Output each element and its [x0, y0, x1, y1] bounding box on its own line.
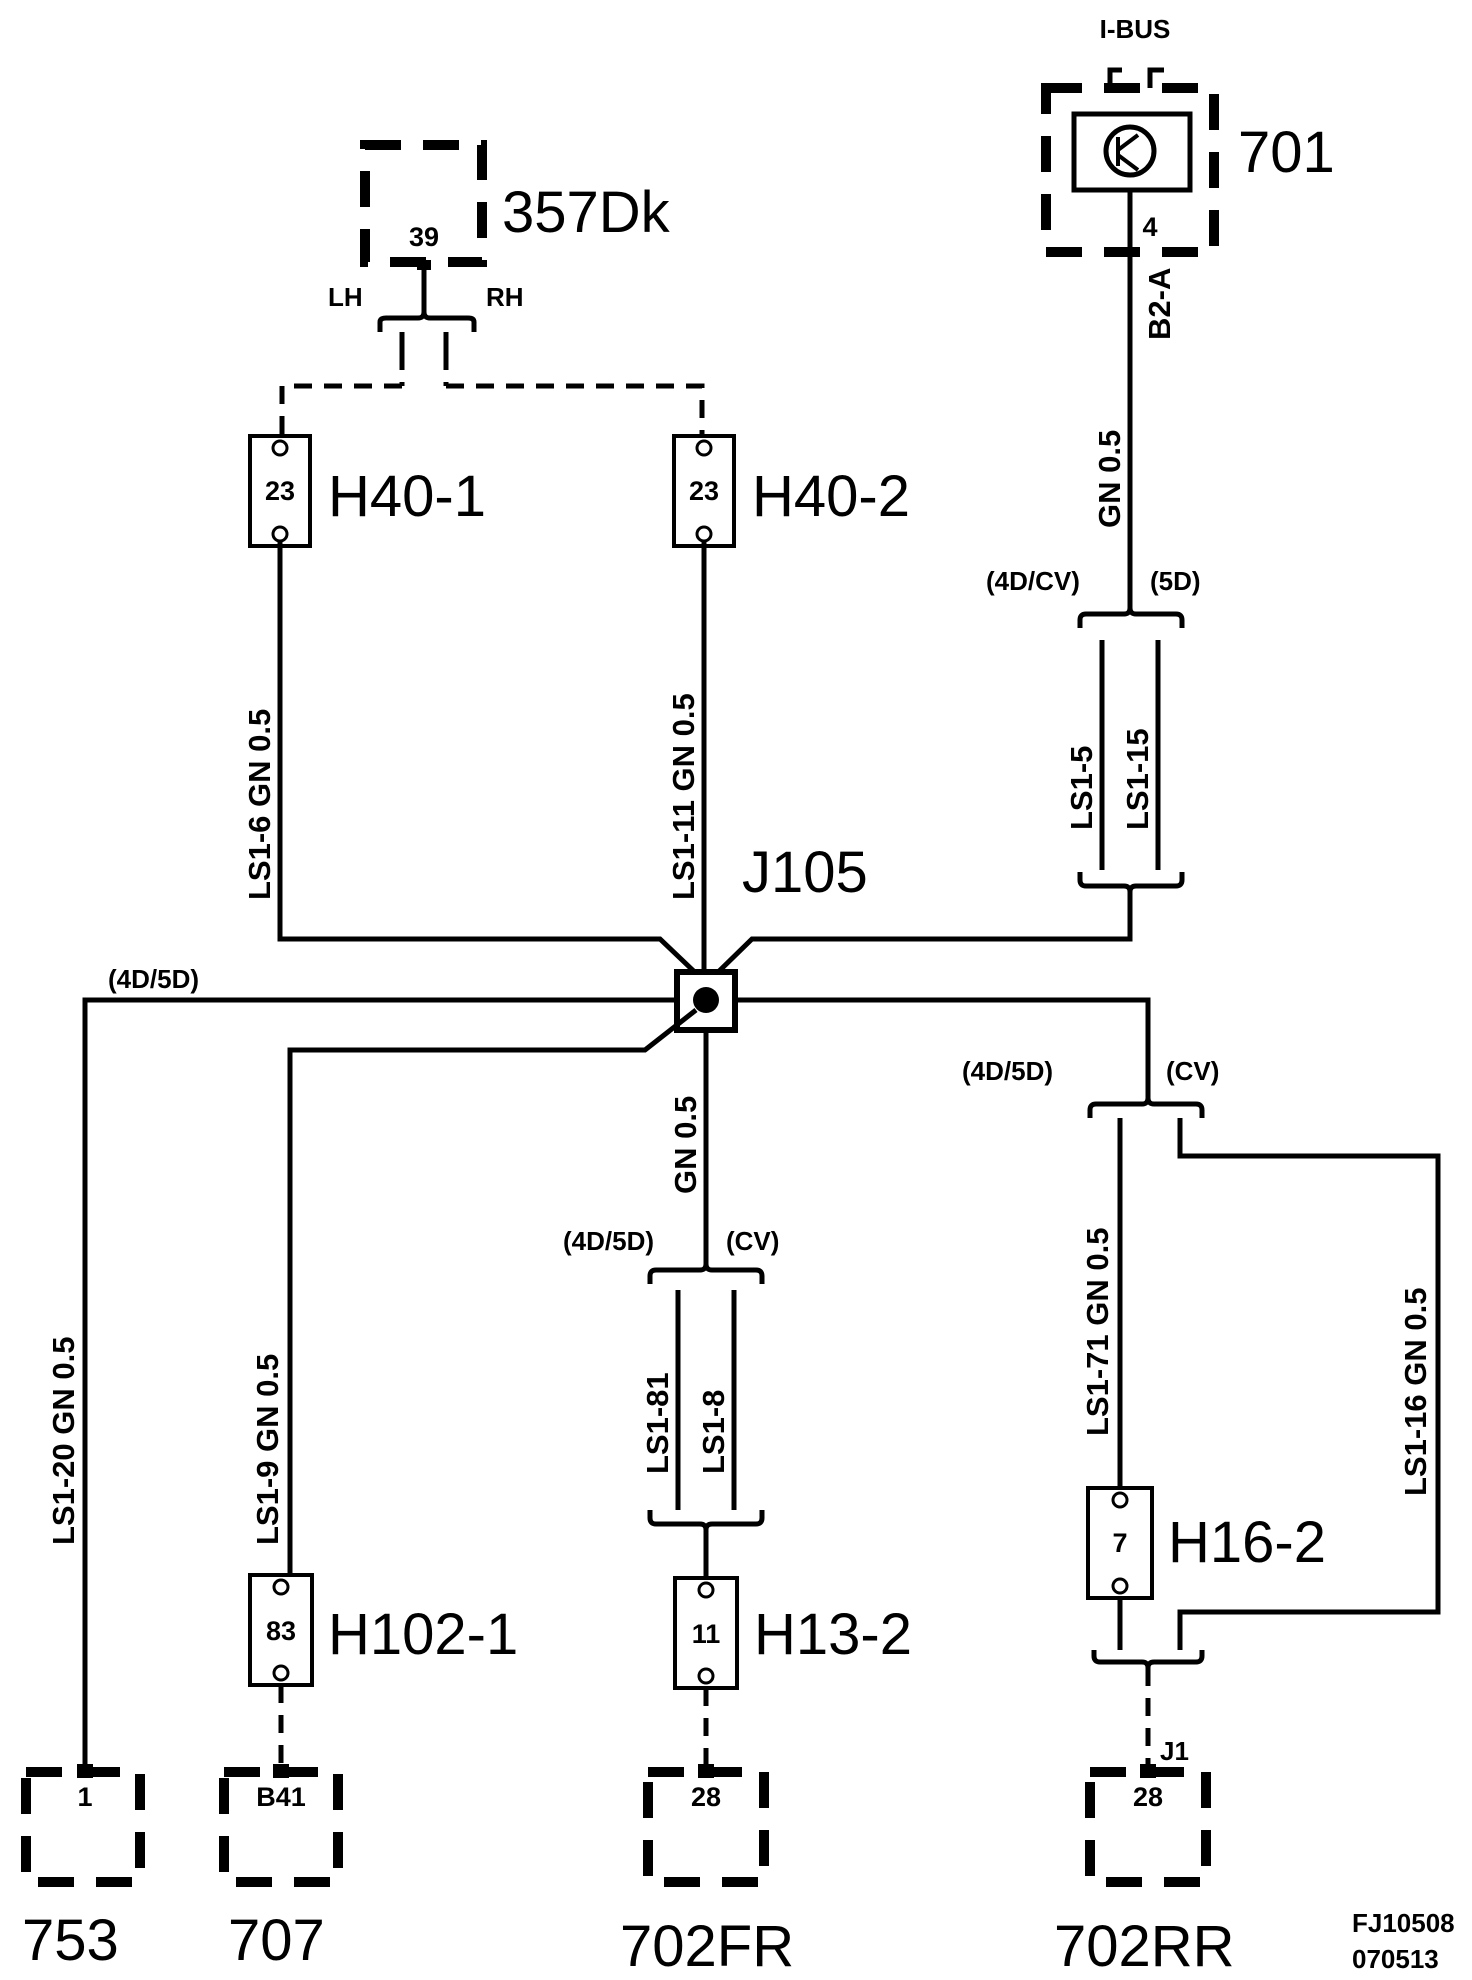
wire-ls1-20	[82, 997, 677, 1772]
wire-label-ls1-81: LS1-81	[640, 1372, 675, 1474]
connector-h13-2-label: H13-2	[754, 1602, 912, 1667]
connector-h102-1-pin: 83	[266, 1616, 296, 1646]
wire-right-split-bottom	[1091, 1650, 1205, 1669]
component-701-pin: 4	[1142, 212, 1157, 242]
connector-h16-2-pin: 7	[1112, 1528, 1127, 1558]
variant-right-right: (CV)	[1166, 1056, 1219, 1086]
wire-right-split-top	[1087, 1097, 1205, 1118]
connector-h16-2: 7 H16-2	[1086, 1486, 1326, 1600]
connector-h40-1: 23 H40-1	[248, 434, 486, 548]
component-702fr-pin: 28	[691, 1782, 721, 1812]
connector-h40-2-label: H40-2	[752, 464, 910, 529]
wire-label-center-gn: GN 0.5	[668, 1096, 703, 1194]
wire-ls1-16	[1177, 1118, 1441, 1650]
wire-mid-split-bottom	[647, 1510, 765, 1531]
connector-h102-1: 83 H102-1	[248, 1573, 518, 1687]
variant-701-left: (4D/CV)	[986, 566, 1080, 596]
wire-label-701-gn: GN 0.5	[1092, 430, 1127, 528]
component-357dk: 39 357Dk	[360, 140, 671, 267]
connector-h13-2: 11 H13-2	[673, 1576, 912, 1690]
variant-left-bus: (4D/5D)	[108, 964, 199, 994]
component-753: 1 753	[21, 1764, 145, 1973]
transistor-icon	[1103, 124, 1157, 178]
component-707-pin: B41	[256, 1782, 306, 1812]
component-702rr: 28 702RR	[1054, 1764, 1235, 1979]
connector-h40-1-pin: 23	[265, 476, 295, 506]
label-rh: RH	[486, 282, 524, 312]
wire-701-to-j105	[710, 892, 1133, 980]
footer-code: FJ10508	[1352, 1908, 1455, 1938]
wire-label-ls1-20: LS1-20 GN 0.5	[46, 1337, 81, 1545]
connector-h40-2: 23 H40-2	[672, 434, 910, 548]
variant-701-right: (5D)	[1150, 566, 1201, 596]
splice-j105-label: J105	[742, 840, 868, 905]
variant-right-left: (4D/5D)	[962, 1056, 1053, 1086]
wire-mid-split-top	[647, 1263, 765, 1284]
wire-label-ls1-5: LS1-5	[1064, 746, 1099, 830]
component-702rr-label: 702RR	[1054, 1914, 1235, 1979]
wire-label-ls1-15: LS1-15	[1120, 728, 1155, 830]
wire-ls1-6	[277, 541, 703, 980]
splice-j105-dot	[693, 987, 719, 1013]
connector-h102-1-label: H102-1	[328, 1602, 518, 1667]
connector-h40-1-label: H40-1	[328, 464, 486, 529]
component-753-label: 753	[22, 1908, 119, 1973]
component-707-label: 707	[228, 1908, 325, 1973]
label-lh: LH	[328, 282, 363, 312]
wire-label-ls1-8: LS1-8	[696, 1390, 731, 1474]
wire-357-split	[279, 260, 705, 436]
wire-label-ls1-6: LS1-6 GN 0.5	[242, 709, 277, 900]
connector-h13-2-box	[673, 1576, 739, 1690]
wire-label-ls1-11: LS1-11 GN 0.5	[666, 693, 701, 900]
component-701-label: 701	[1238, 120, 1335, 185]
wire-ls1-9	[287, 1008, 698, 1575]
component-701-bus: I-BUS	[1100, 14, 1171, 44]
variant-mid-left: (4D/5D)	[563, 1226, 654, 1256]
wire-right-bus	[735, 997, 1151, 1098]
component-707: B41 707	[219, 1764, 343, 1973]
connector-h40-2-pin: 23	[689, 476, 719, 506]
wire-label-b2a: B2-A	[1142, 268, 1177, 340]
wire-label-ls1-71: LS1-71 GN 0.5	[1080, 1228, 1115, 1436]
connector-h13-2-pin: 11	[692, 1619, 721, 1649]
component-702rr-pin: 28	[1133, 1782, 1163, 1812]
wire-label-ls1-16: LS1-16 GN 0.5	[1398, 1288, 1433, 1496]
variant-mid-right: (CV)	[726, 1226, 779, 1256]
splice-j1-label: J1	[1160, 1736, 1189, 1766]
component-702fr-label: 702FR	[620, 1914, 794, 1979]
connector-h16-2-label: H16-2	[1168, 1510, 1326, 1575]
component-357dk-pin: 39	[409, 222, 439, 252]
footer-date: 070513	[1352, 1944, 1439, 1974]
component-753-pin: 1	[77, 1782, 92, 1812]
wire-701-split-top	[1077, 607, 1185, 628]
wire-label-ls1-9: LS1-9 GN 0.5	[250, 1354, 285, 1545]
ibus-lines	[1107, 67, 1164, 88]
component-701: I-BUS 701 4	[1041, 14, 1335, 257]
component-702fr: 28 702FR	[620, 1764, 794, 1979]
wire-701-split-bottom	[1077, 872, 1185, 893]
component-357dk-label: 357Dk	[502, 180, 671, 245]
